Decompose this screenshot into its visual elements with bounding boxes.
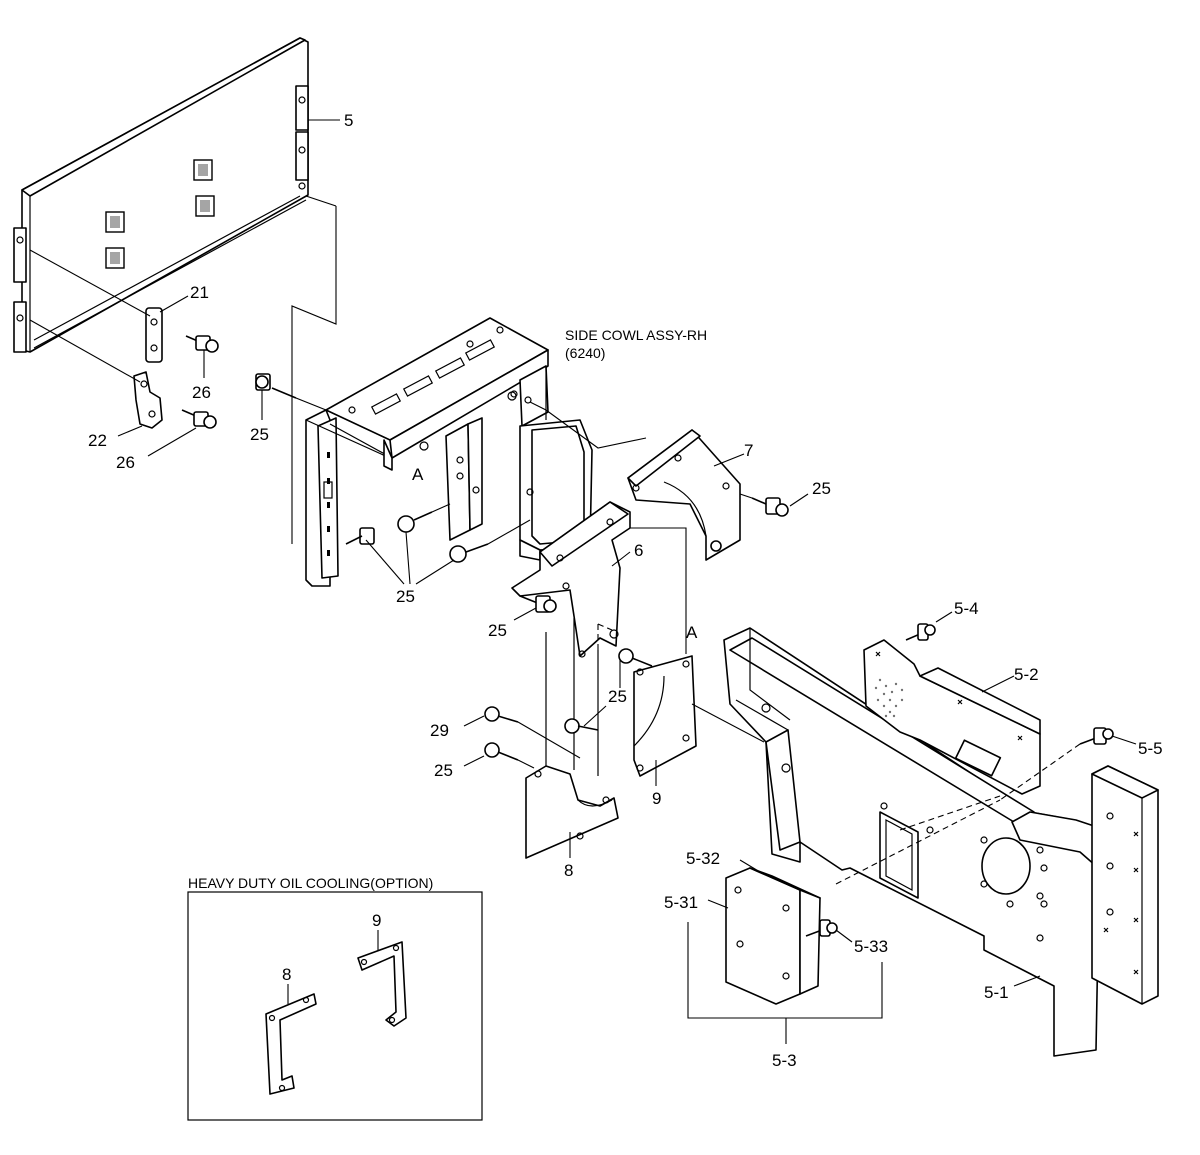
label-25-lower: 25 <box>434 761 453 780</box>
bolt-part-25-right <box>751 497 789 517</box>
label-26-upper: 26 <box>192 383 211 402</box>
option-box-title: HEAVY DUTY OIL COOLING(OPTION) <box>188 875 433 891</box>
label-25-right: 25 <box>812 479 831 498</box>
option-box-frame <box>187 891 483 1121</box>
label-A-lower: A <box>686 623 698 642</box>
bolt-part-5-33 <box>805 919 838 937</box>
panel-part-5-1 <box>723 627 1101 1057</box>
bolt-part-25-mid <box>519 595 557 613</box>
bracket-part-6 <box>511 501 631 658</box>
side-panel-part-5 <box>13 37 309 353</box>
option-plate-8 <box>265 993 317 1095</box>
plate-part-9 <box>633 655 697 777</box>
label-25-mid: 25 <box>488 621 507 640</box>
box-part-5-2 <box>863 639 1041 795</box>
label-26-lower: 26 <box>116 453 135 472</box>
label-8: 8 <box>564 861 573 880</box>
label-5-1: 5-1 <box>984 983 1009 1002</box>
label-25-inner: 25 <box>608 687 627 706</box>
bolt-part-25-plate <box>618 648 653 667</box>
bracket-part-22 <box>133 371 163 429</box>
side-cowl-title: SIDE COWL ASSY-RH <box>565 327 707 343</box>
bolt-part-26-lower <box>181 409 217 429</box>
bolt-part-25-center-c <box>449 543 489 563</box>
bolt-part-5-5 <box>1079 727 1114 745</box>
plate-part-8 <box>525 618 619 859</box>
strip-panel <box>1091 765 1159 1005</box>
option-label-9: 9 <box>372 911 381 930</box>
bolt-part-5-4 <box>905 623 936 641</box>
label-5-31: 5-31 <box>664 893 698 912</box>
label-21: 21 <box>190 283 209 302</box>
label-9: 9 <box>652 789 661 808</box>
label-6: 6 <box>634 541 643 560</box>
label-5-33: 5-33 <box>854 937 888 956</box>
side-cowl-assembly <box>291 206 647 587</box>
bracket-part-21 <box>145 307 163 363</box>
label-5-5: 5-5 <box>1138 739 1163 758</box>
bolt-part-25-left <box>255 373 327 411</box>
cover-part-5-31 <box>725 867 821 1005</box>
option-plate-9 <box>357 941 407 1027</box>
label-A-upper: A <box>412 465 424 484</box>
label-5-3: 5-3 <box>772 1051 797 1070</box>
bolt-part-25-center-a <box>345 527 375 545</box>
bolt-part-25-center-b <box>397 511 433 533</box>
label-25-left: 25 <box>250 425 269 444</box>
label-5-4: 5-4 <box>954 599 979 618</box>
option-label-8: 8 <box>282 965 291 984</box>
bolt-part-25-inner <box>564 718 599 734</box>
bolt-part-26-upper <box>185 335 219 353</box>
label-22: 22 <box>88 431 107 450</box>
label-7: 7 <box>744 441 753 460</box>
label-5-2: 5-2 <box>1014 665 1039 684</box>
bolt-part-29 <box>484 706 581 759</box>
label-25-center: 25 <box>396 587 415 606</box>
label-29: 29 <box>430 721 449 740</box>
side-cowl-ref: (6240) <box>565 345 605 361</box>
label-5-32: 5-32 <box>686 849 720 868</box>
bracket-part-7 <box>627 429 741 561</box>
bolt-part-25-lower <box>484 742 535 769</box>
label-5: 5 <box>344 111 353 130</box>
